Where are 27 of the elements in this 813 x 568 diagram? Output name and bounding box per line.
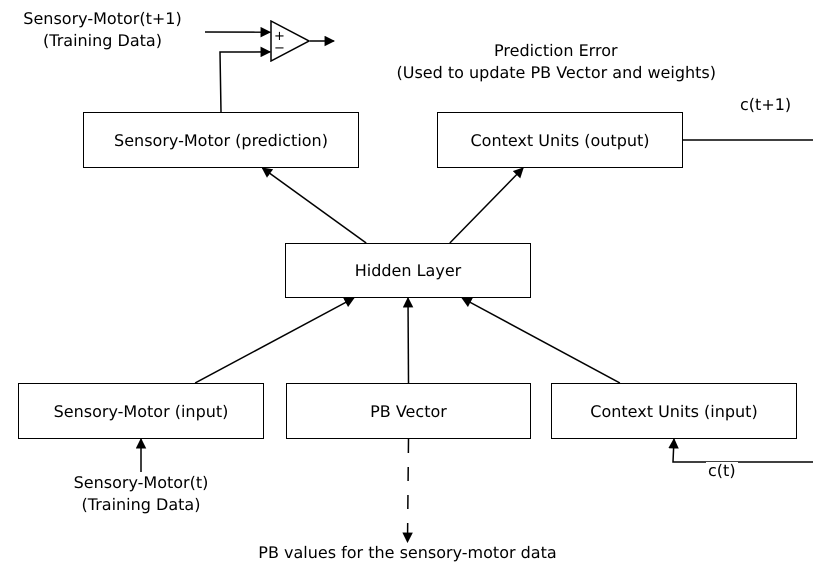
layer-box: Context Units (input) xyxy=(551,383,797,439)
annotation-heading: Prediction Error xyxy=(494,40,618,62)
layer-box: Context Units (output) xyxy=(437,112,683,168)
arrow xyxy=(449,167,524,244)
annotation-note: (Used to update PB Vector and weights) xyxy=(396,62,716,84)
arrow xyxy=(136,438,146,472)
input-label: Sensory-Motor(t+1) (Training Data) xyxy=(22,8,183,52)
arrow xyxy=(402,296,414,383)
input-label: Sensory-Motor(t) (Training Data) xyxy=(72,472,210,516)
layer-box: Sensory-Motor (input) xyxy=(18,383,264,439)
arrow xyxy=(402,439,413,544)
layer-box: Hidden Layer xyxy=(285,243,531,298)
comparator-symbol xyxy=(270,20,310,62)
plus-sign: + xyxy=(274,31,285,43)
arrow xyxy=(219,46,272,112)
arrow xyxy=(668,438,813,463)
arrow xyxy=(194,297,355,384)
arrow xyxy=(205,26,272,38)
arrow xyxy=(262,167,367,244)
output-label: PB values for the sensory-motor data xyxy=(258,542,557,564)
arrow xyxy=(310,36,336,46)
layer-box: Sensory-Motor (prediction) xyxy=(83,112,359,168)
edge-label: c(t) xyxy=(706,462,738,480)
connector-line xyxy=(683,139,813,141)
layer-box: PB Vector xyxy=(286,383,531,439)
arrow xyxy=(461,297,620,384)
minus-sign: − xyxy=(274,43,285,55)
